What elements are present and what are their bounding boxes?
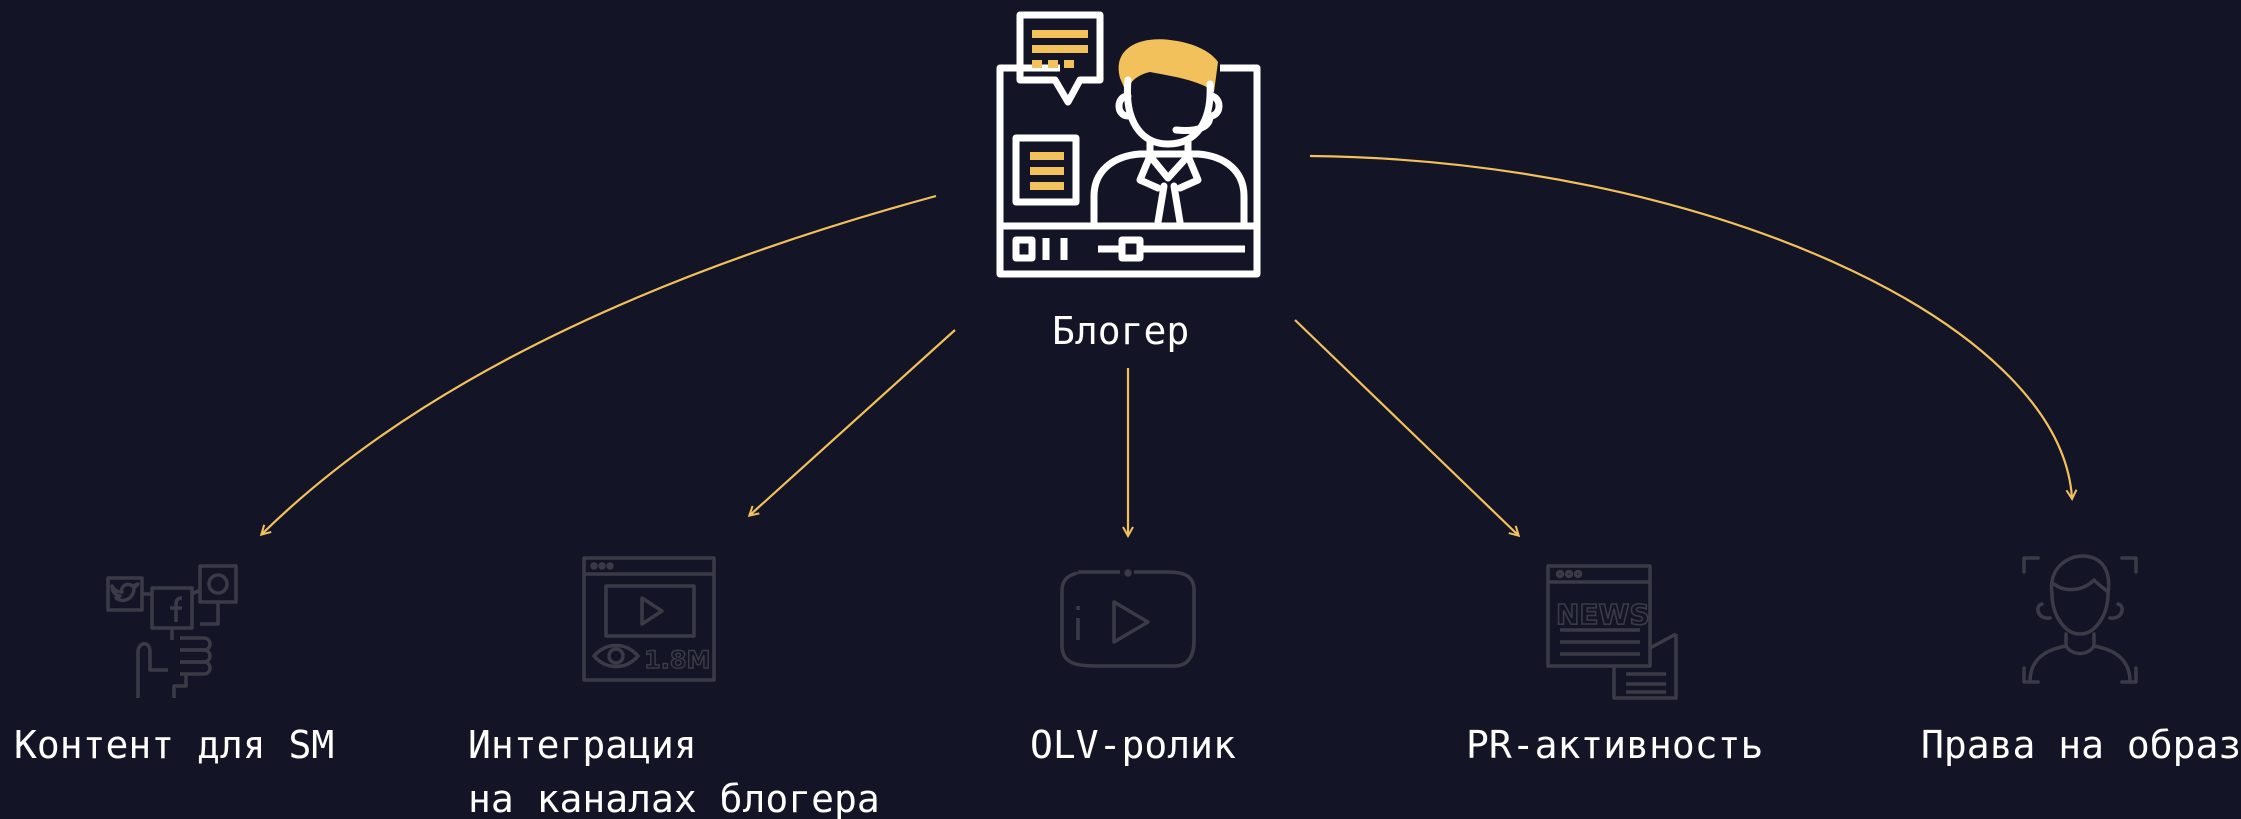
blogger-icon-accents [1030, 30, 1218, 190]
blogger-person [1090, 76, 1248, 226]
news-icon-text: NEWS [1556, 598, 1650, 631]
news-icon [1546, 564, 1678, 700]
label-line: Права на образ [1921, 723, 2241, 767]
label-line: Контент для SM [14, 723, 335, 767]
video-views-count: 1.8M [644, 646, 710, 674]
label-line: Интеграция [468, 723, 697, 767]
blogger-video-icon [996, 11, 1261, 278]
label-line: OLV-ролик [1030, 723, 1236, 767]
arrow-to-pr [1294, 319, 1518, 535]
social-media-icon [106, 564, 238, 698]
label-integration: Интеграция на каналах блогера [468, 718, 880, 819]
video-views-icon [582, 556, 716, 682]
center-label: Блогер [1052, 309, 1190, 353]
label-line: PR-активность [1466, 723, 1764, 767]
label-pr: PR-активность [1466, 718, 1763, 772]
arrow-to-sm [262, 194, 937, 534]
connector-arrows [262, 154, 2072, 535]
label-content-sm: Контент для SM [14, 718, 334, 772]
arrow-to-rights [1309, 154, 2072, 498]
person-focus-icon [2022, 554, 2138, 684]
label-olv: OLV-ролик [1030, 718, 1236, 772]
label-line: на каналах блогера [468, 777, 880, 819]
arrow-to-integration [750, 329, 956, 515]
play-video-icon [1060, 569, 1196, 668]
label-image-rights: Права на образ [1921, 718, 2241, 772]
